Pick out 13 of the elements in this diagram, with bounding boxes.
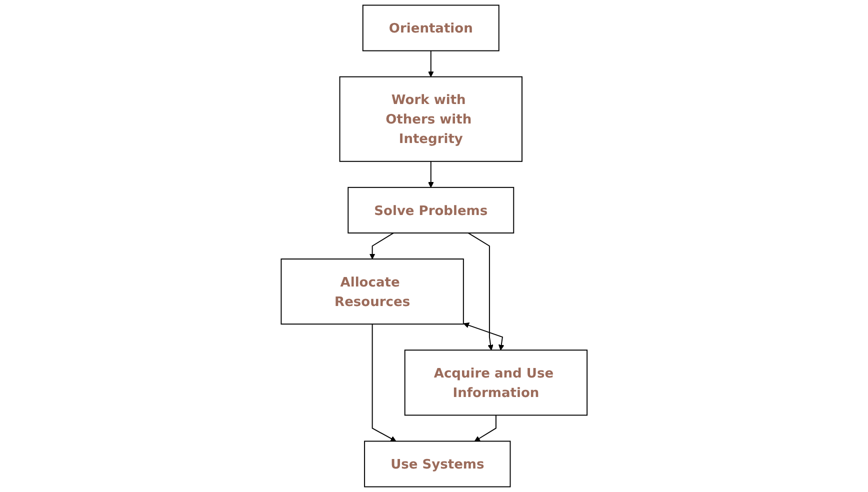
arrow	[428, 50, 434, 78]
node-box: Work with Others with Integrity	[339, 76, 522, 162]
arrow	[372, 324, 396, 442]
arrow	[428, 160, 434, 188]
node-box: Solve Problems	[348, 186, 514, 234]
node-box: Acquire and Use Information	[404, 350, 588, 416]
arrow	[468, 232, 494, 350]
arrow	[474, 414, 496, 442]
node-box: Orientation	[362, 4, 500, 52]
arrow	[369, 232, 394, 260]
node-box: Allocate Resources	[280, 258, 464, 325]
arrow	[463, 322, 504, 350]
node-box: Use Systems	[364, 440, 511, 488]
